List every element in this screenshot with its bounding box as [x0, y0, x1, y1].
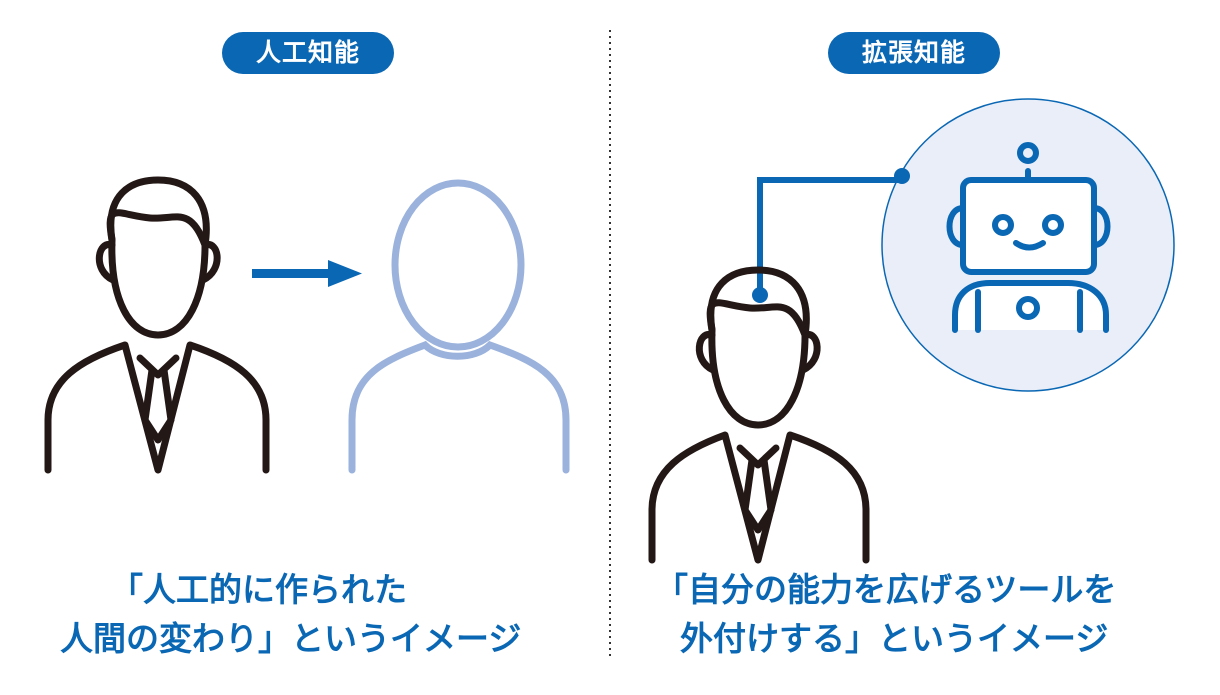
robot-icon	[946, 142, 1111, 333]
connector-line	[757, 177, 902, 295]
label-augmented-intelligence: 拡張知能	[828, 32, 1000, 74]
arrow-right-icon	[252, 260, 362, 287]
left-caption-line2: 人間の変わり」というイメージ	[60, 619, 522, 658]
businessman-icon	[44, 176, 270, 474]
label-artificial-intelligence: 人工知能	[222, 32, 394, 74]
connector-dot	[894, 168, 910, 184]
right-caption-line2: 外付けする」というイメージ	[680, 619, 1109, 658]
right-caption-line1: 「自分の能力を広げるツールを	[655, 570, 1117, 609]
connector-dot	[752, 287, 768, 303]
left-caption-line1: 「人工的に作られた	[110, 570, 407, 609]
person-outline-icon	[348, 179, 570, 474]
businessman-icon	[648, 266, 870, 564]
